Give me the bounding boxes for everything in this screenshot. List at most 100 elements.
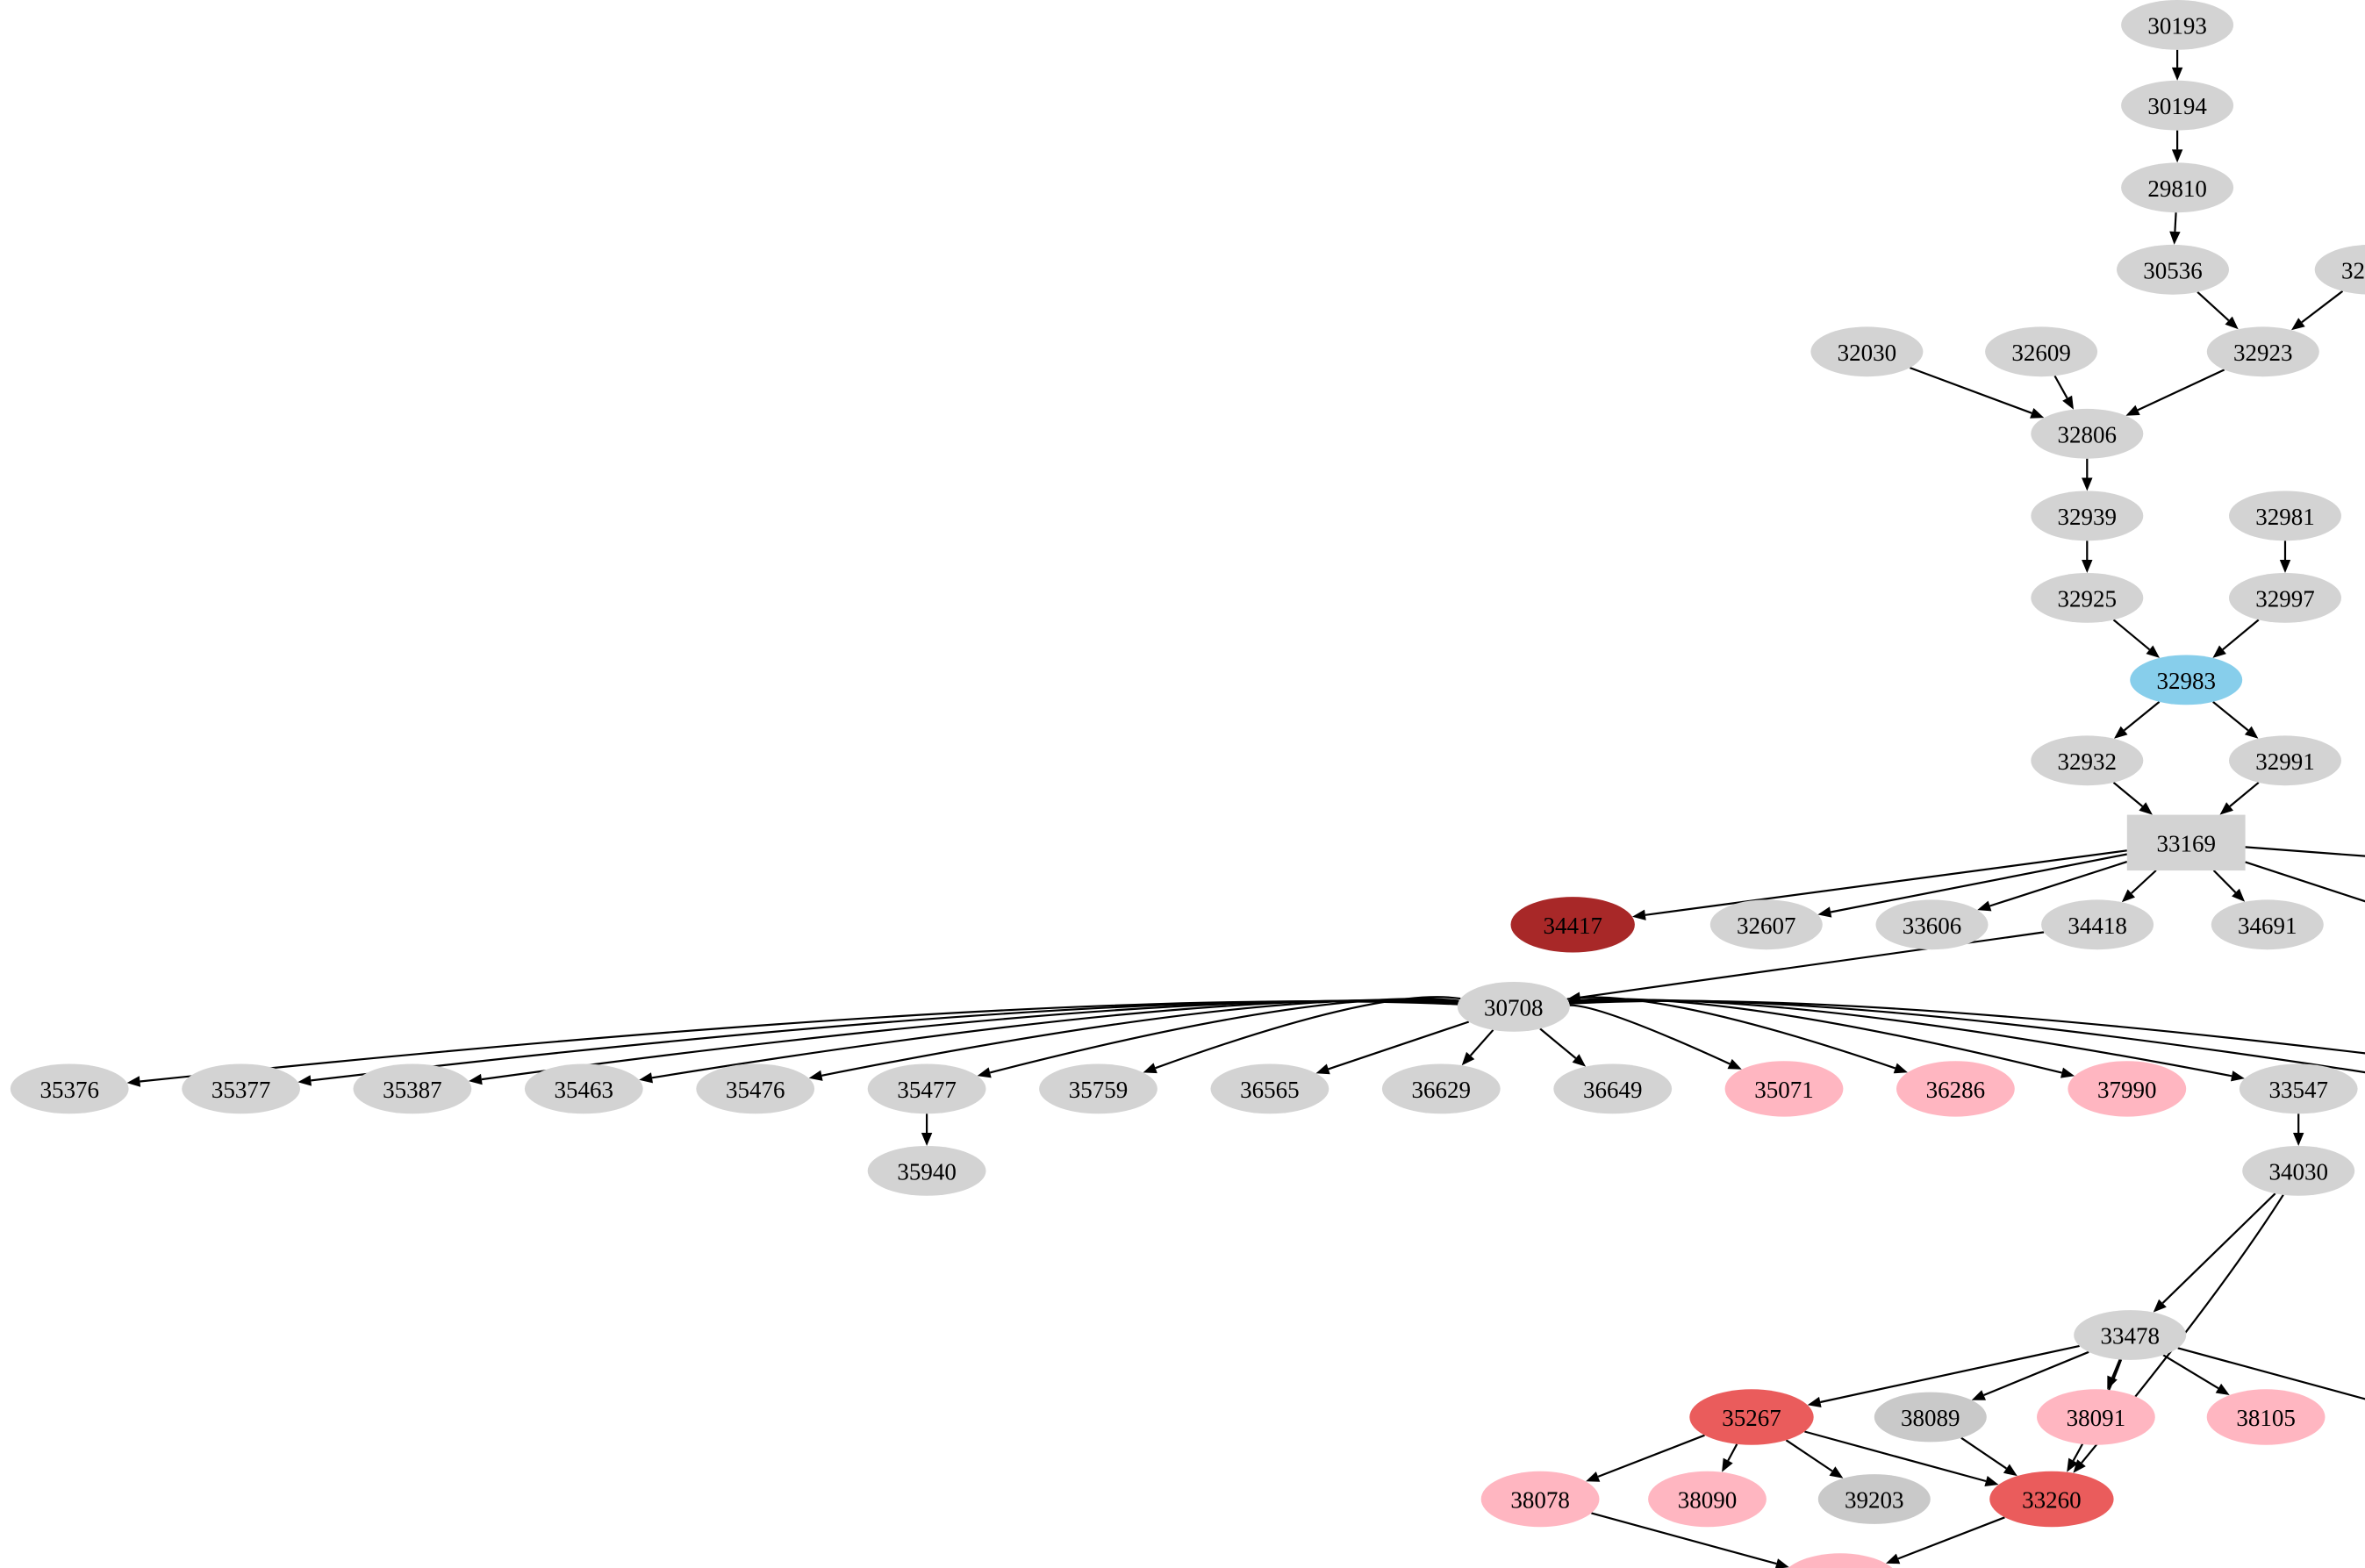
node-ellipse-shape[interactable] [696, 1063, 815, 1114]
graph-node-38078[interactable]: 38078 [1480, 1471, 1600, 1528]
graph-node-36286[interactable]: 36286 [1896, 1061, 2015, 1117]
node-ellipse-shape[interactable] [1724, 1061, 1844, 1117]
node-ellipse-shape[interactable] [2211, 899, 2324, 950]
node-ellipse-shape[interactable] [2068, 1061, 2187, 1117]
node-ellipse-shape[interactable] [1457, 982, 1570, 1032]
graph-node-33606[interactable]: 33606 [1875, 899, 1989, 950]
node-ellipse-shape[interactable] [2206, 1389, 2326, 1445]
graph-node-35377[interactable]: 35377 [182, 1063, 300, 1114]
node-ellipse-shape[interactable] [524, 1063, 643, 1114]
graph-node-35387[interactable]: 35387 [353, 1063, 472, 1114]
node-ellipse-shape[interactable] [2121, 0, 2234, 50]
graph-node-32932[interactable]: 32932 [2031, 735, 2144, 786]
edge-arrowhead-icon [977, 1067, 992, 1078]
node-ellipse-shape[interactable] [2130, 655, 2243, 705]
graph-node-32806[interactable]: 32806 [2031, 408, 2144, 459]
graph-node-34030[interactable]: 34030 [2242, 1146, 2355, 1196]
node-ellipse-shape[interactable] [2239, 1063, 2358, 1114]
node-ellipse-shape[interactable] [1781, 1553, 1900, 1568]
node-ellipse-shape[interactable] [2229, 573, 2341, 623]
node-ellipse-shape[interactable] [1810, 326, 1924, 377]
graph-node-33260[interactable]: 33260 [1989, 1471, 2114, 1528]
graph-node-32923[interactable]: 32923 [2206, 326, 2319, 377]
graph-node-39203[interactable]: 39203 [1817, 1474, 1931, 1524]
graph-node-29810[interactable]: 29810 [2121, 162, 2234, 213]
node-ellipse-shape[interactable] [867, 1146, 986, 1196]
graph-node-36629[interactable]: 36629 [1381, 1063, 1501, 1114]
graph-node-32925[interactable]: 32925 [2031, 573, 2144, 623]
node-ellipse-shape[interactable] [2229, 735, 2341, 786]
graph-node-32030[interactable]: 32030 [1810, 326, 1924, 377]
graph-node-32997[interactable]: 32997 [2229, 573, 2341, 623]
node-ellipse-shape[interactable] [2121, 162, 2234, 213]
graph-node-34418[interactable]: 34418 [2041, 899, 2154, 950]
node-ellipse-shape[interactable] [867, 1063, 986, 1114]
graph-node-30193[interactable]: 30193 [2121, 0, 2234, 50]
node-ellipse-shape[interactable] [2037, 1389, 2155, 1445]
node-ellipse-shape[interactable] [2314, 245, 2365, 295]
graph-node-38090[interactable]: 38090 [1648, 1471, 1767, 1528]
graph-node-38089[interactable]: 38089 [1874, 1392, 1987, 1443]
node-ellipse-shape[interactable] [1709, 899, 1823, 950]
graph-node-34417[interactable]: 34417 [1510, 897, 1635, 953]
node-ellipse-shape[interactable] [182, 1063, 300, 1114]
node-ellipse-shape[interactable] [2117, 244, 2229, 295]
node-ellipse-shape[interactable] [2031, 408, 2144, 459]
graph-node-32991[interactable]: 32991 [2229, 735, 2341, 786]
graph-node-36649[interactable]: 36649 [1553, 1063, 1673, 1114]
graph-node-30708[interactable]: 30708 [1457, 982, 1570, 1032]
graph-node-30194[interactable]: 30194 [2121, 80, 2234, 131]
node-ellipse-shape[interactable] [1553, 1063, 1673, 1114]
graph-node-30536[interactable]: 30536 [2117, 244, 2229, 295]
graph-node-32898[interactable]: 32898 [2314, 245, 2365, 295]
node-ellipse-shape[interactable] [2031, 490, 2144, 541]
node-ellipse-shape[interactable] [10, 1063, 129, 1114]
node-ellipse-shape[interactable] [2041, 899, 2154, 950]
node-ellipse-shape[interactable] [2031, 573, 2144, 623]
node-ellipse-shape[interactable] [1874, 1392, 1987, 1443]
graph-node-35376[interactable]: 35376 [10, 1063, 129, 1114]
node-ellipse-shape[interactable] [2206, 326, 2319, 377]
node-ellipse-shape[interactable] [1480, 1471, 1600, 1528]
node-ellipse-shape[interactable] [1817, 1474, 1931, 1524]
node-ellipse-shape[interactable] [1510, 897, 1635, 953]
graph-node-38105[interactable]: 38105 [2206, 1389, 2326, 1445]
node-ellipse-shape[interactable] [2074, 1310, 2187, 1360]
graph-node-38091[interactable]: 38091 [2037, 1389, 2155, 1445]
node-ellipse-shape[interactable] [353, 1063, 472, 1114]
graph-node-35071[interactable]: 35071 [1724, 1061, 1844, 1117]
node-ellipse-shape[interactable] [1039, 1063, 1157, 1114]
graph-node-35477[interactable]: 35477 [867, 1063, 986, 1114]
node-box-shape[interactable] [2126, 814, 2246, 871]
graph-node-35463[interactable]: 35463 [524, 1063, 643, 1114]
graph-node-32939[interactable]: 32939 [2031, 490, 2144, 541]
node-ellipse-shape[interactable] [2242, 1146, 2355, 1196]
graph-node-32607[interactable]: 32607 [1709, 899, 1823, 950]
graph-node-34691[interactable]: 34691 [2211, 899, 2324, 950]
node-ellipse-shape[interactable] [1875, 899, 1989, 950]
graph-node-32609[interactable]: 32609 [1985, 326, 2098, 377]
node-ellipse-shape[interactable] [1985, 326, 2098, 377]
node-ellipse-shape[interactable] [1648, 1471, 1767, 1528]
node-ellipse-shape[interactable] [2031, 735, 2144, 786]
graph-node-36809[interactable]: 36809 [1781, 1553, 1900, 1568]
graph-node-35476[interactable]: 35476 [696, 1063, 815, 1114]
graph-node-33169[interactable]: 33169 [2126, 814, 2246, 871]
graph-node-35267[interactable]: 35267 [1689, 1389, 1814, 1445]
node-ellipse-shape[interactable] [1689, 1389, 1814, 1445]
graph-node-33478[interactable]: 33478 [2074, 1310, 2187, 1360]
node-ellipse-shape[interactable] [1896, 1061, 2015, 1117]
node-ellipse-shape[interactable] [1989, 1471, 2114, 1528]
graph-node-35940[interactable]: 35940 [867, 1146, 986, 1196]
graph-node-37990[interactable]: 37990 [2068, 1061, 2187, 1117]
graph-node-33547[interactable]: 33547 [2239, 1063, 2358, 1114]
graph-node-32983[interactable]: 32983 [2130, 655, 2243, 705]
graph-node-32981[interactable]: 32981 [2229, 490, 2341, 541]
node-ellipse-shape[interactable] [2121, 80, 2234, 131]
node-ellipse-shape[interactable] [2229, 490, 2341, 541]
node-ellipse-shape[interactable] [1381, 1063, 1501, 1114]
graph-node-35759[interactable]: 35759 [1039, 1063, 1157, 1114]
graph-node-36565[interactable]: 36565 [1210, 1063, 1329, 1114]
node-ellipse-shape[interactable] [1210, 1063, 1329, 1114]
